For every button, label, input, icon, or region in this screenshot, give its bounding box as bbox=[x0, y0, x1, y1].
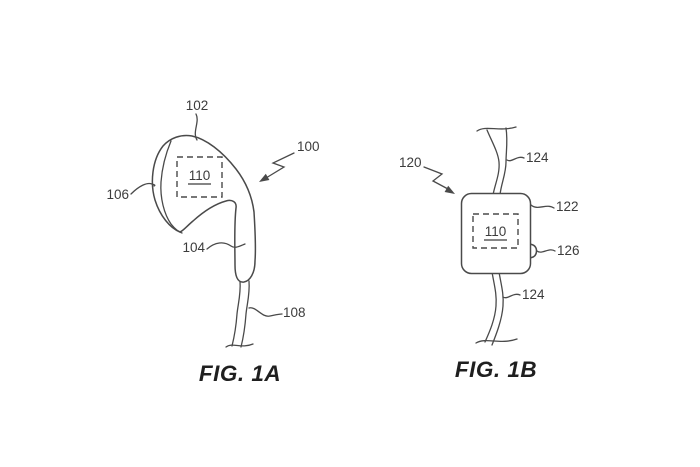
ref-120-arrowhead bbox=[444, 185, 455, 194]
ref-100-label: 100 bbox=[297, 139, 320, 154]
cable-lower-left-line bbox=[484, 271, 497, 343]
ref-100-arrowhead bbox=[259, 173, 270, 182]
sensor-dashed-box-1b bbox=[472, 213, 519, 249]
cable-lower-right-line bbox=[491, 271, 504, 346]
fig-1a: 110 102 106 104 108 100 FIG. 1A bbox=[106, 98, 319, 386]
cable-break-tick-bottom bbox=[475, 338, 518, 344]
earbud-face-seam bbox=[160, 140, 183, 234]
ref-122-leader bbox=[530, 204, 555, 209]
ref-124-lower-label: 124 bbox=[522, 287, 545, 302]
ref-124-lower-leader bbox=[502, 293, 521, 299]
ref-106-label: 106 bbox=[106, 187, 129, 202]
ref-110-label-1a: 110 bbox=[189, 168, 211, 183]
fig-1b-caption: FIG. 1B bbox=[455, 357, 537, 382]
cable-upper-left-line bbox=[486, 129, 500, 196]
earbud-cable-left-line bbox=[231, 280, 241, 347]
fig-1b: 110 124 120 122 126 124 FIG. 1B bbox=[399, 126, 580, 382]
ref-126-leader bbox=[536, 249, 556, 253]
earbud-body-outline bbox=[151, 134, 257, 283]
ref-104-leader bbox=[206, 242, 246, 250]
ref-126-label: 126 bbox=[557, 243, 580, 258]
ref-108-leader bbox=[248, 307, 283, 317]
ref-102-label: 102 bbox=[186, 98, 209, 113]
ref-108-label: 108 bbox=[283, 305, 306, 320]
ref-124-upper-label: 124 bbox=[526, 150, 549, 165]
ref-120-arrow bbox=[423, 166, 449, 190]
ref-106-leader bbox=[130, 182, 156, 195]
cable-break-tick-1a bbox=[225, 343, 254, 348]
ref-124-upper-leader bbox=[506, 156, 525, 162]
ref-110-label-1b: 110 bbox=[485, 224, 507, 239]
ref-100-arrow bbox=[265, 152, 295, 179]
ref-120-label: 120 bbox=[399, 155, 422, 170]
earbud-cable-right-line bbox=[240, 280, 250, 348]
cable-upper-right-line bbox=[499, 127, 508, 196]
ref-122-label: 122 bbox=[556, 199, 579, 214]
ref-104-label: 104 bbox=[182, 240, 205, 255]
fig-1a-caption: FIG. 1A bbox=[199, 361, 281, 386]
ref-102-leader bbox=[194, 113, 198, 141]
sensor-dashed-box-1a bbox=[176, 156, 223, 198]
cable-break-tick-top bbox=[476, 126, 517, 132]
